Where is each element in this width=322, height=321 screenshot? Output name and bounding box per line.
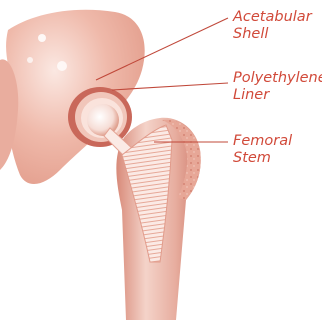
label-femoral-stem-line2: Stem: [233, 150, 292, 167]
label-acetabular-shell-line1: Acetabular: [233, 9, 312, 26]
label-acetabular-shell-line2: Shell: [233, 26, 312, 43]
label-polyethylene-liner: Polyethylene Liner: [233, 70, 322, 104]
label-femoral-stem-line1: Femoral: [233, 133, 292, 150]
label-polyethylene-liner-line2: Liner: [233, 87, 322, 104]
label-acetabular-shell: Acetabular Shell: [233, 9, 312, 43]
label-femoral-stem: Femoral Stem: [233, 133, 292, 167]
label-polyethylene-liner-line1: Polyethylene: [233, 70, 322, 87]
